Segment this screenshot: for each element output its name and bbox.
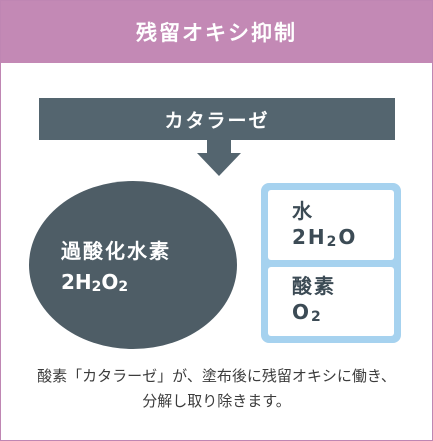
oxygen-name: 酸素 — [292, 274, 336, 298]
water-name: 水 — [292, 199, 314, 223]
reactant-name: 過酸化水素 — [61, 238, 171, 263]
caption-line-2: 分解し取り除きます。 — [142, 392, 291, 410]
product-oxygen: 酸素 O2 — [268, 267, 394, 336]
caption-line-1: 酸素「カタラーゼ」が、塗布後に残留オキシに働き、 — [37, 367, 396, 385]
header-title: 残留オキシ抑制 — [136, 21, 297, 45]
enzyme-label: カタラーゼ — [164, 109, 270, 132]
reactant-circle: 過酸化水素 2H2O2 — [29, 181, 237, 349]
products-panel: 水 2H2O 酸素 O2 — [261, 183, 401, 343]
header-banner: 残留オキシ抑制 — [1, 1, 432, 63]
caption: 酸素「カタラーゼ」が、塗布後に残留オキシに働き、 分解し取り除きます。 — [1, 364, 432, 414]
oxygen-formula: O2 — [292, 300, 323, 326]
water-formula: 2H2O — [292, 225, 358, 251]
reactant-formula: 2H2O2 — [61, 269, 129, 296]
enzyme-bar: カタラーゼ — [39, 98, 395, 140]
product-water: 水 2H2O — [268, 190, 394, 260]
